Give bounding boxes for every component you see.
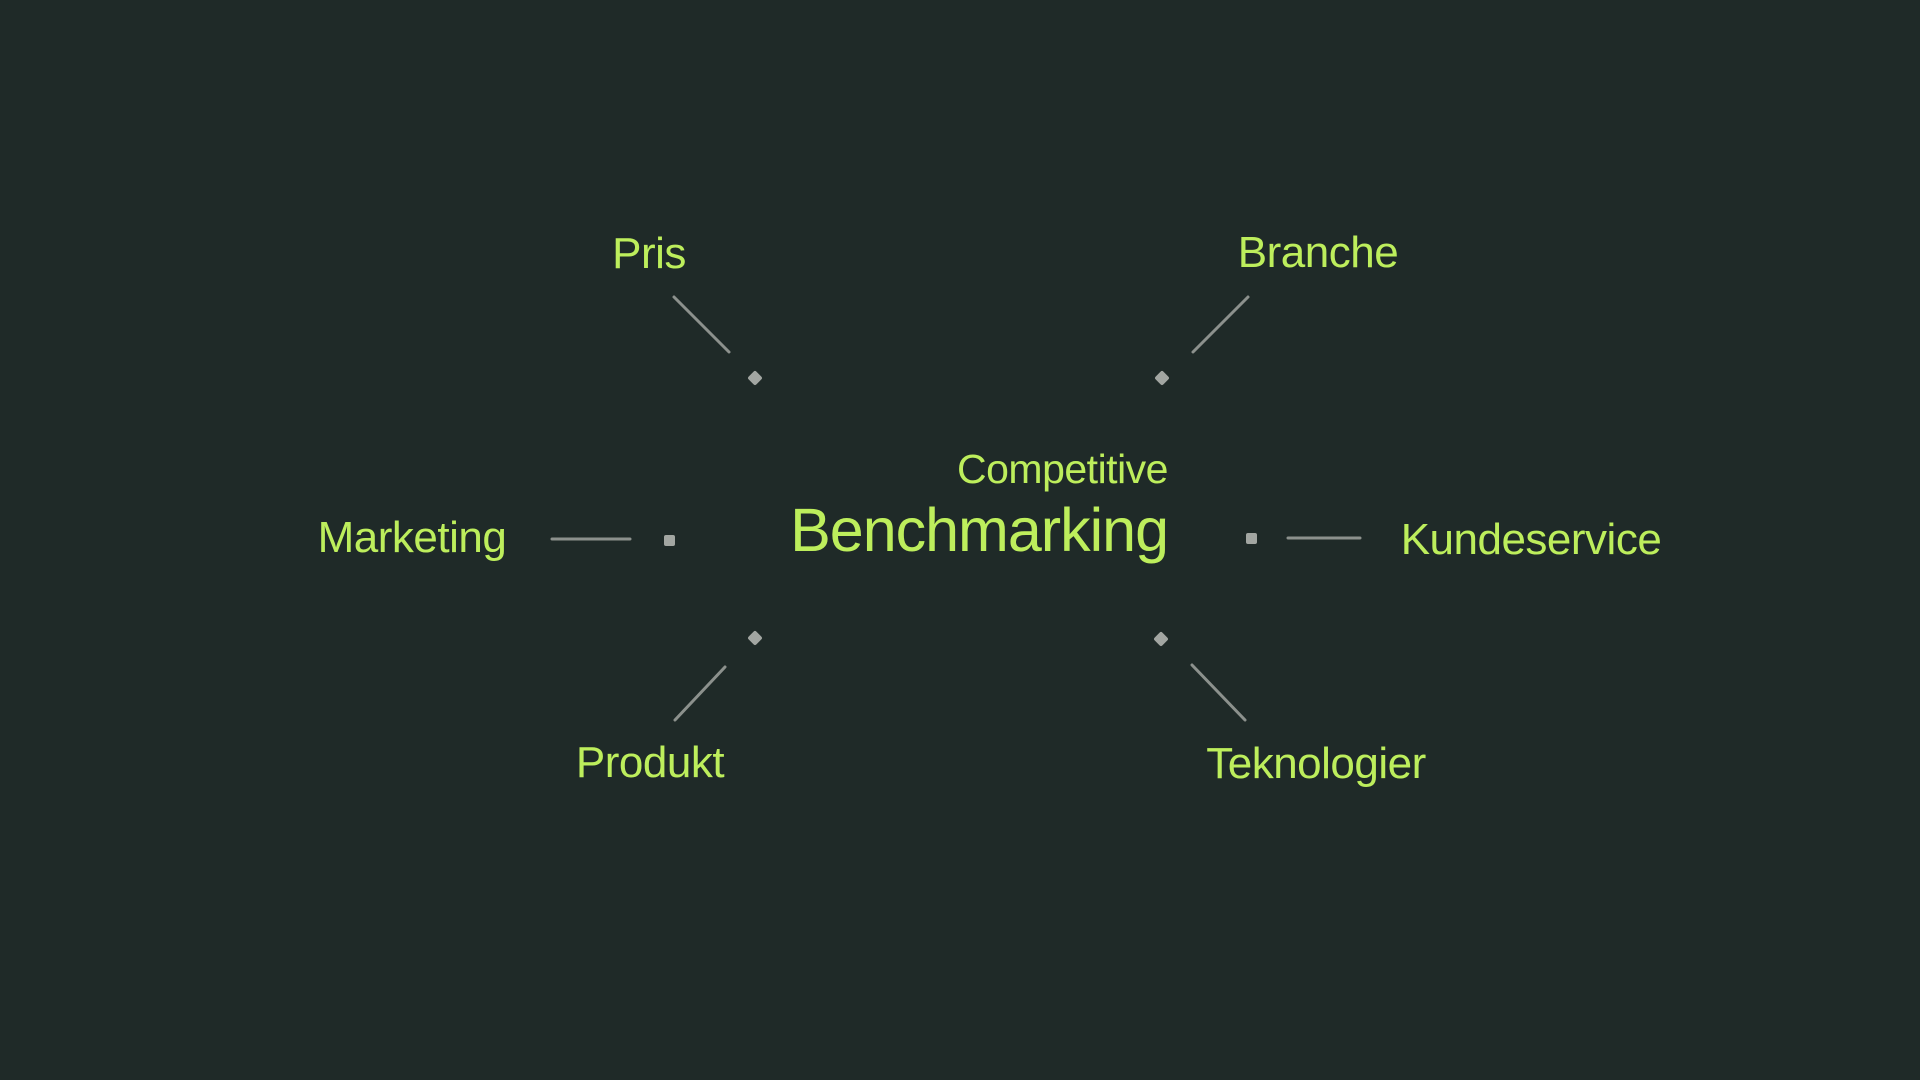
connector-teknologier (1190, 663, 1247, 722)
node-pris[interactable]: Pris (612, 229, 686, 278)
central-topic-title: Benchmarking (790, 496, 1169, 565)
diamond-marker-branche (1155, 371, 1169, 385)
diamond-marker-teknologier (1154, 632, 1168, 646)
connector-branche (1191, 295, 1250, 354)
connector-produkt (673, 665, 727, 722)
node-produkt[interactable]: Produkt (575, 738, 725, 787)
node-teknologier[interactable]: Teknologier (1206, 739, 1426, 788)
diamond-marker-pris (748, 371, 762, 385)
central-topic[interactable]: Competitive Benchmarking (790, 446, 1169, 565)
square-marker-kundeservice (1246, 533, 1257, 544)
node-kundeservice[interactable]: Kundeservice (1400, 515, 1662, 564)
node-branche[interactable]: Branche (1237, 228, 1399, 277)
node-marketing[interactable]: Marketing (317, 513, 507, 562)
connector-pris (672, 295, 731, 354)
diamond-marker-produkt (748, 631, 762, 645)
central-topic-subtitle: Competitive (957, 446, 1168, 492)
square-marker-marketing (664, 535, 675, 546)
